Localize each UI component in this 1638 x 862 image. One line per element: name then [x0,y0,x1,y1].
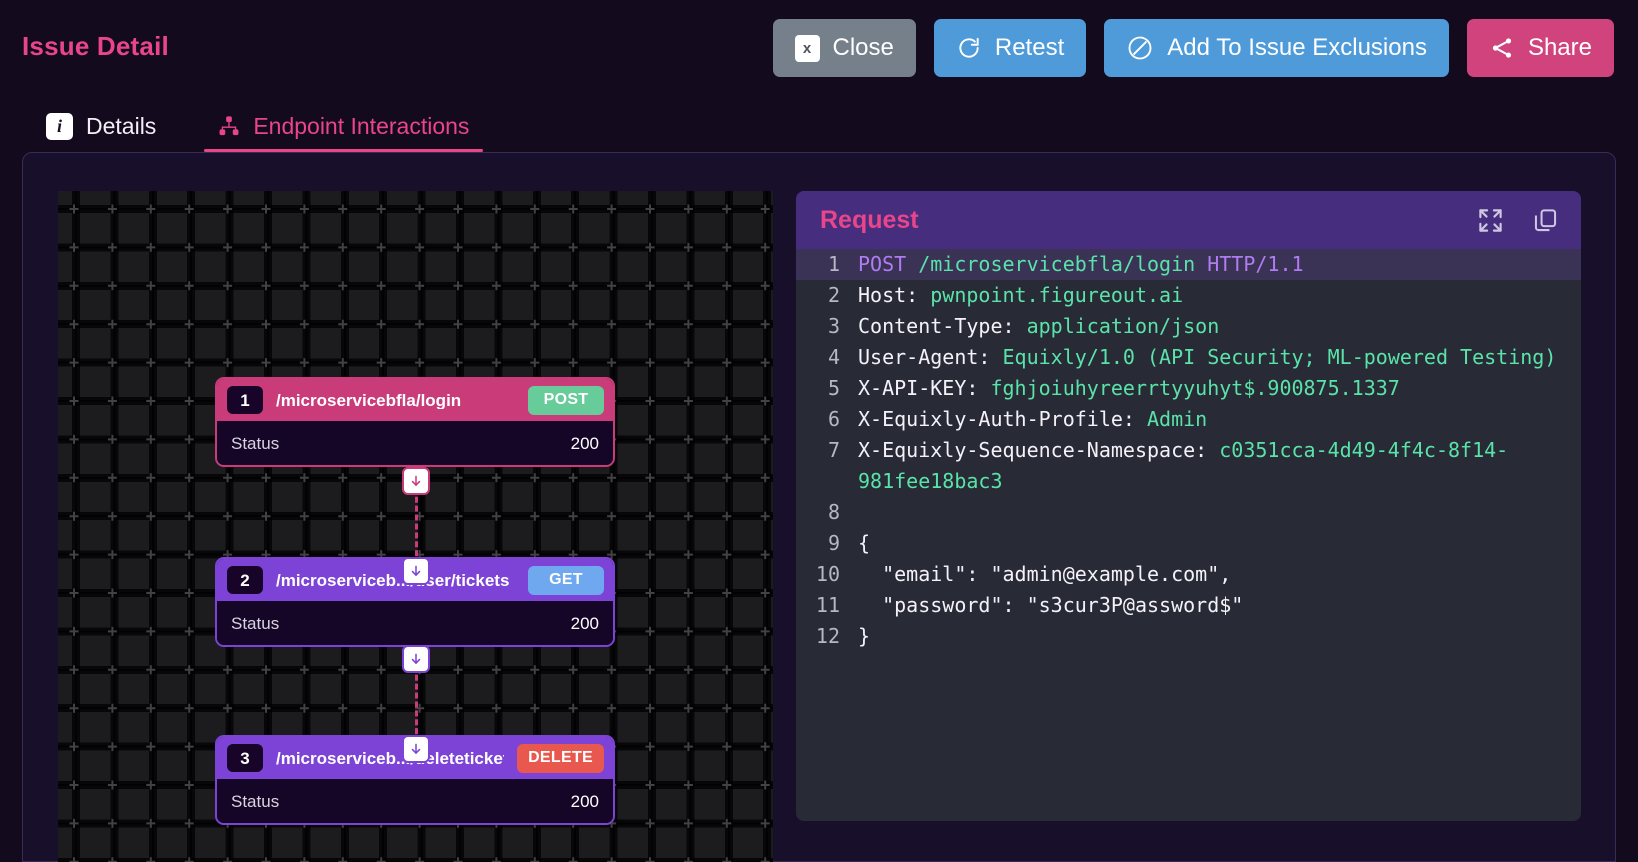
content-panel: 1 /microservicebfla/login POST Status 20… [22,152,1616,862]
retest-button[interactable]: Retest [933,19,1087,77]
request-line-number: 10 [815,562,840,586]
tab-details[interactable]: i Details [32,100,170,152]
flow-node-1-status-row: Status 200 [217,421,613,465]
flow-node-1-path: /microservicebfla/login [276,391,462,409]
request-panel-title: Request [820,205,919,234]
request-code-line: 8 [796,497,1581,528]
request-line-text: { [858,531,871,555]
flow-node-3-index: 3 [227,744,263,772]
request-line-number: 1 [827,252,840,276]
request-line-number: 12 [815,624,840,648]
refresh-icon [956,35,982,61]
request-code-line: 6 X-Equixly-Auth-Profile: Admin [796,404,1581,435]
flow-node-1-status-label: Status [231,433,280,453]
request-line-text: "email": "admin@example.com", [858,562,1232,586]
flow-node-2-status-label: Status [231,613,280,633]
tab-bar: i Details Endpoint Interactions [0,100,1638,152]
request-line-number: 11 [815,593,840,617]
request-line-number: 2 [827,283,840,307]
request-code-line: 11 "password": "s3cur3P@assword$" [796,590,1581,621]
share-button[interactable]: Share [1466,19,1614,77]
flow-node-3-method: DELETE [517,743,604,773]
request-line-text: "password": "s3cur3P@assword$" [858,593,1244,617]
tab-endpoint-interactions[interactable]: Endpoint Interactions [204,100,484,152]
request-code-line: 2 Host: pwnpoint.figureout.ai [796,280,1581,311]
request-line-text: X-API-KEY: fghjoiuhyreerrtyyuhyt$.900875… [858,376,1400,400]
flow-node-2-index: 2 [227,566,263,594]
flow-node-2-status-value: 200 [570,613,599,633]
flow-connector-1-2 [415,479,418,565]
request-panel: Request [796,191,1581,821]
x-icon: x [794,34,820,62]
request-code-line: 12} [796,621,1581,652]
request-line-number: 4 [827,345,840,369]
request-line-text: } [858,624,871,648]
flow-node-3-status-row: Status 200 [217,779,613,823]
page-title: Issue Detail [22,31,169,61]
expand-icon[interactable] [1477,207,1504,234]
request-line-number: 5 [827,376,840,400]
flow-node-3-status-label: Status [231,791,280,811]
flow-node-3-status-value: 200 [570,791,599,811]
flow-node-2-method: GET [528,565,604,595]
flow-node-2-path: /microserviceb.../user/tickets [276,571,510,589]
request-code-line: 5 X-API-KEY: fghjoiuhyreerrtyyuhyt$.90087… [796,373,1581,404]
request-code-line: 4 User-Agent: Equixly/1.0 (API Security; … [796,342,1581,373]
request-panel-header: Request [796,191,1581,249]
header-toolbar: x Close Retest [772,19,1614,77]
request-code-line: 3 Content-Type: application/json [796,311,1581,342]
request-panel-actions [1477,207,1559,234]
flow-graph: 1 /microservicebfla/login POST Status 20… [58,191,773,862]
flow-node-1[interactable]: 1 /microservicebfla/login POST Status 20… [215,377,615,467]
flow-node-1-status-value: 200 [570,433,599,453]
flow-node-1-header: 1 /microservicebfla/login POST [217,379,613,421]
add-to-issue-exclusions-button[interactable]: Add To Issue Exclusions [1104,19,1449,77]
flow-node-2[interactable]: 2 /microserviceb.../user/tickets GET Sta… [215,557,615,647]
info-icon: i [46,112,73,140]
flow-connector-button-2[interactable] [402,557,430,585]
request-line-text: X-Equixly-Auth-Profile: Admin [858,407,1208,431]
flow-node-1-method: POST [528,385,604,415]
request-code-line: 10 "email": "admin@example.com", [796,559,1581,590]
flow-connector-2-3 [415,657,418,743]
page-header: Issue Detail x Close Retest [0,0,1638,96]
close-button[interactable]: x Close [772,19,916,77]
request-line-text: Host: pwnpoint.figureout.ai [858,283,1184,307]
request-line-number: 7 [827,438,840,462]
tab-endpoint-interactions-label: Endpoint Interactions [253,112,470,139]
flow-node-3-path: /microserviceb.../deleteticket [276,749,505,767]
request-line-text: X-Equixly-Sequence-Namespace: c0351cca-4… [858,438,1509,493]
sitemap-icon [218,115,240,137]
request-line-text: POST /microservicebfla/login HTTP/1.1 [858,252,1304,276]
retest-button-label: Retest [994,34,1065,61]
ban-icon [1126,34,1154,62]
close-button-label: Close [832,34,894,61]
flow-connector-button-3[interactable] [402,645,430,673]
flow-node-1-index: 1 [227,386,263,414]
request-line-number: 6 [827,407,840,431]
copy-icon[interactable] [1532,207,1559,234]
request-code-line: 9{ [796,528,1581,559]
flow-connector-button-1[interactable] [402,467,430,495]
request-line-text [858,497,1581,528]
request-code-line: 1 POST /microservicebfla/login HTTP/1.1 [796,249,1581,280]
request-line-text: User-Agent: Equixly/1.0 (API Security; M… [858,345,1557,369]
request-line-number: 8 [827,500,840,524]
flow-node-3[interactable]: 3 /microserviceb.../deleteticket DELETE … [215,735,615,825]
request-code-line: 7 X-Equixly-Sequence-Namespace: c0351cca-… [796,435,1581,497]
endpoint-flow-canvas[interactable]: 1 /microservicebfla/login POST Status 20… [58,191,773,862]
flow-node-2-status-row: Status 200 [217,601,613,645]
request-line-number: 9 [827,531,840,555]
request-line-number: 3 [827,314,840,338]
share-button-label: Share [1527,34,1592,61]
request-line-text: Content-Type: application/json [858,314,1220,338]
flow-connector-button-4[interactable] [402,735,430,763]
tab-details-label: Details [86,112,157,139]
flow-node-2-header: 2 /microserviceb.../user/tickets GET [217,559,613,601]
add-to-issue-exclusions-label: Add To Issue Exclusions [1167,34,1427,61]
share-icon [1489,35,1515,61]
